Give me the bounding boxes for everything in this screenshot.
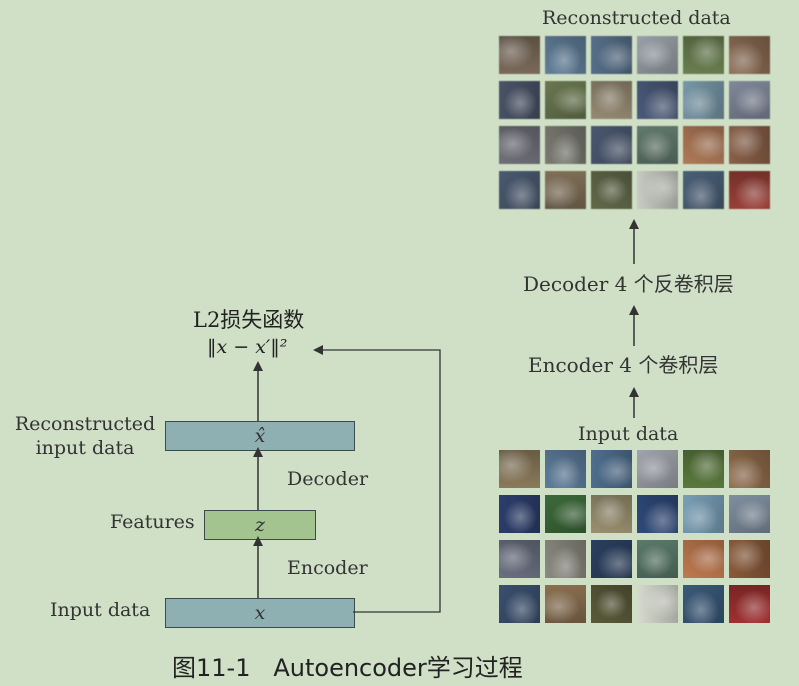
image-tile xyxy=(545,450,586,488)
image-tile xyxy=(545,171,586,209)
loss-formula: ‖x − x′‖² xyxy=(207,336,288,358)
image-tile xyxy=(637,171,678,209)
decoder-label: Decoder xyxy=(287,468,369,490)
image-tile xyxy=(591,585,632,623)
image-tile xyxy=(499,495,540,533)
image-tile xyxy=(545,126,586,164)
features-label: Features xyxy=(110,511,195,533)
reconstructed-data-title: Reconstructed data xyxy=(542,7,731,29)
reconstructed-box: x̂ xyxy=(165,421,355,451)
image-tile xyxy=(591,540,632,578)
image-tile xyxy=(545,495,586,533)
image-tile xyxy=(499,171,540,209)
image-tile xyxy=(499,36,540,74)
image-tile xyxy=(591,81,632,119)
encoder-label: Encoder xyxy=(287,557,368,579)
image-tile xyxy=(591,36,632,74)
loss-feedback-arrow xyxy=(313,345,441,613)
image-tile xyxy=(637,495,678,533)
image-tile xyxy=(499,126,540,164)
image-tile xyxy=(499,450,540,488)
image-tile xyxy=(683,540,724,578)
image-tile xyxy=(545,585,586,623)
figure-caption: 图11-1 Autoencoder学习过程 xyxy=(172,654,523,682)
decoder-step-label: Decoder 4 个反卷积层 xyxy=(523,272,734,296)
input-box: x xyxy=(165,598,355,628)
image-tile xyxy=(637,81,678,119)
image-tile xyxy=(499,540,540,578)
image-tile xyxy=(683,126,724,164)
reconstructed-label-line2: input data xyxy=(35,436,135,459)
image-tile xyxy=(729,540,770,578)
image-tile xyxy=(499,81,540,119)
image-tile xyxy=(591,450,632,488)
image-tile xyxy=(729,450,770,488)
input-data-title: Input data xyxy=(578,423,679,445)
image-tile xyxy=(637,126,678,164)
image-tile xyxy=(683,450,724,488)
image-tile xyxy=(729,585,770,623)
reconstructed-input-label: Reconstructed input data xyxy=(14,413,156,460)
image-tile xyxy=(591,495,632,533)
encoder-step-label: Encoder 4 个卷积层 xyxy=(528,353,719,377)
image-tile xyxy=(545,540,586,578)
image-tile xyxy=(683,171,724,209)
right-arrows xyxy=(629,219,639,418)
reconstructed-image-grid xyxy=(499,36,770,209)
image-tile xyxy=(545,36,586,74)
image-tile xyxy=(637,585,678,623)
image-tile xyxy=(545,81,586,119)
image-tile xyxy=(637,540,678,578)
image-tile xyxy=(637,36,678,74)
image-tile xyxy=(683,36,724,74)
image-tile xyxy=(729,81,770,119)
image-tile xyxy=(683,81,724,119)
image-tile xyxy=(729,126,770,164)
image-tile xyxy=(591,126,632,164)
image-tile xyxy=(637,450,678,488)
reconstructed-label-line1: Reconstructed xyxy=(14,413,156,435)
image-tile xyxy=(729,495,770,533)
image-tile xyxy=(591,171,632,209)
image-tile xyxy=(683,585,724,623)
input-image-grid xyxy=(499,450,770,623)
image-tile xyxy=(729,36,770,74)
input-data-label: Input data xyxy=(50,599,151,621)
left-arrows xyxy=(253,345,441,613)
image-tile xyxy=(729,171,770,209)
image-tile xyxy=(683,495,724,533)
loss-title: L2损失函数 xyxy=(193,308,305,332)
image-tile xyxy=(499,585,540,623)
